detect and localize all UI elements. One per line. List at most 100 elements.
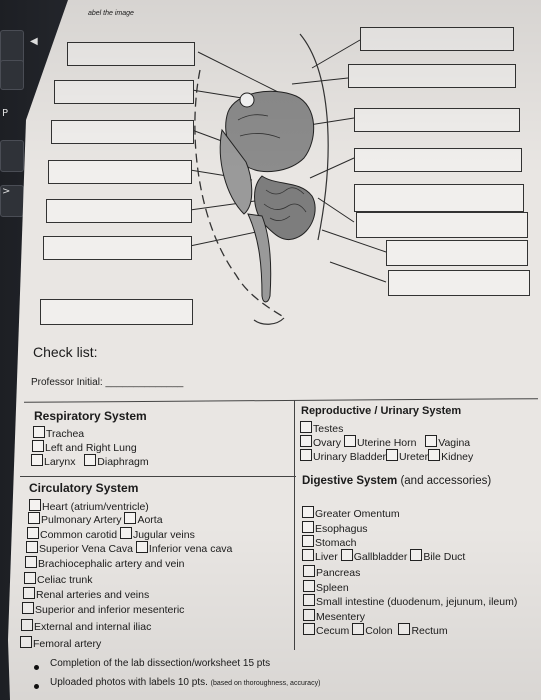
checklist-item[interactable]: Pulmonary Artery Aorta bbox=[28, 512, 163, 526]
checkbox[interactable] bbox=[302, 506, 314, 518]
checkbox[interactable] bbox=[300, 421, 312, 433]
checkbox[interactable] bbox=[27, 527, 39, 539]
checklist-item[interactable]: Mesentery bbox=[303, 609, 365, 623]
back-arrow-icon: ◀ bbox=[30, 36, 38, 47]
checklist-item[interactable]: Celiac trunk bbox=[24, 572, 92, 586]
checkbox[interactable] bbox=[33, 426, 45, 438]
checkbox[interactable] bbox=[302, 535, 314, 547]
label-box[interactable] bbox=[67, 42, 195, 66]
checkbox[interactable] bbox=[135, 541, 148, 553]
checklist-item[interactable]: Heart (atrium/ventricle) bbox=[29, 499, 149, 513]
leader-line bbox=[321, 229, 387, 253]
leader-line bbox=[191, 89, 243, 99]
checkbox[interactable] bbox=[340, 549, 353, 561]
respiratory-heading: Respiratory System bbox=[34, 409, 147, 423]
leader-line bbox=[309, 157, 355, 179]
label-box[interactable] bbox=[356, 212, 528, 238]
laptop-key bbox=[0, 60, 24, 90]
checkbox[interactable] bbox=[29, 499, 41, 511]
checklist-item[interactable]: Small intestine (duodenum, jejunum, ileu… bbox=[303, 594, 517, 608]
checkbox[interactable] bbox=[398, 623, 411, 635]
label-box[interactable] bbox=[51, 120, 194, 144]
label-box[interactable] bbox=[54, 80, 194, 104]
checklist-item[interactable]: Common carotid Jugular veins bbox=[27, 527, 195, 541]
checklist-item[interactable]: Liver Gallbladder Bile Duct bbox=[302, 549, 465, 563]
checkbox[interactable] bbox=[22, 602, 34, 614]
leader-line bbox=[291, 77, 349, 85]
checkbox[interactable] bbox=[20, 636, 32, 648]
checkbox[interactable] bbox=[302, 549, 314, 561]
checklist-item[interactable]: External and internal iliac bbox=[21, 619, 151, 633]
checkbox[interactable] bbox=[302, 521, 314, 533]
label-box[interactable] bbox=[40, 299, 193, 325]
checkbox[interactable] bbox=[24, 572, 36, 584]
checklist-item[interactable]: Pancreas bbox=[303, 565, 360, 579]
grading-item-dissection: Completion of the lab dissection/workshe… bbox=[50, 658, 271, 669]
checkbox[interactable] bbox=[352, 623, 365, 635]
checkbox[interactable] bbox=[124, 512, 137, 524]
chevron-right-icon: > bbox=[2, 186, 11, 197]
checklist-item[interactable]: Larynx Diaphragm bbox=[31, 454, 149, 468]
checkbox[interactable] bbox=[25, 556, 37, 568]
leader-line bbox=[197, 51, 291, 99]
checkbox[interactable] bbox=[428, 449, 441, 461]
checkbox[interactable] bbox=[28, 512, 40, 524]
checkbox[interactable] bbox=[300, 449, 312, 461]
checkbox[interactable] bbox=[303, 594, 315, 606]
checklist-item[interactable]: Femoral artery bbox=[20, 636, 101, 650]
checkbox[interactable] bbox=[425, 435, 438, 447]
checkbox[interactable] bbox=[21, 619, 33, 631]
checklist-title: Check list: bbox=[33, 344, 98, 360]
checklist-item[interactable]: Ovary Uterine Horn Vagina bbox=[300, 435, 470, 449]
checklist-item[interactable]: Esophagus bbox=[302, 521, 368, 535]
checklist-item[interactable]: Renal arteries and veins bbox=[23, 587, 149, 601]
checklist-item[interactable]: Greater Omentum bbox=[302, 506, 400, 520]
laptop-key bbox=[0, 140, 24, 172]
label-box[interactable] bbox=[354, 184, 524, 212]
checklist-item[interactable]: Superior Vena Cava Inferior vena cava bbox=[26, 541, 232, 555]
label-box[interactable] bbox=[354, 148, 522, 172]
checklist-item[interactable]: Left and Right Lung bbox=[32, 440, 137, 454]
checkbox[interactable] bbox=[300, 435, 312, 447]
leader-line bbox=[189, 231, 257, 247]
body-cavity-outline bbox=[299, 33, 329, 241]
leader-line bbox=[329, 261, 387, 283]
label-box[interactable] bbox=[386, 240, 528, 266]
checklist-item[interactable]: Testes bbox=[300, 421, 343, 435]
divider bbox=[294, 400, 295, 650]
checklist-item[interactable]: Brachiocephalic artery and vein bbox=[25, 556, 185, 570]
checklist-item[interactable]: Stomach bbox=[302, 535, 356, 549]
checkbox[interactable] bbox=[303, 565, 315, 577]
checklist-item[interactable]: Cecum Colon Rectum bbox=[303, 623, 448, 637]
label-box[interactable] bbox=[348, 64, 516, 88]
checkbox[interactable] bbox=[343, 435, 356, 447]
grading-item-photos: Uploaded photos with labels 10 pts. (bas… bbox=[50, 677, 321, 688]
label-box[interactable] bbox=[388, 270, 530, 296]
checkbox[interactable] bbox=[303, 609, 315, 621]
divider bbox=[20, 476, 296, 477]
checkbox[interactable] bbox=[385, 449, 398, 461]
checkbox[interactable] bbox=[303, 623, 315, 635]
label-box[interactable] bbox=[354, 108, 520, 132]
checklist-item[interactable]: Superior and inferior mesenteric bbox=[22, 602, 184, 616]
rectum-drawing bbox=[247, 213, 272, 303]
checklist-item[interactable]: Trachea bbox=[33, 426, 84, 440]
checkbox[interactable] bbox=[26, 541, 38, 553]
checkbox[interactable] bbox=[31, 454, 43, 466]
label-box[interactable] bbox=[48, 160, 192, 184]
liver-drawing bbox=[219, 128, 253, 215]
professor-initial-field[interactable]: Professor Initial: ______________ bbox=[31, 377, 184, 388]
checkbox[interactable] bbox=[119, 527, 132, 539]
leader-line bbox=[311, 39, 361, 69]
checkbox[interactable] bbox=[303, 580, 315, 592]
label-box[interactable] bbox=[360, 27, 514, 51]
checkbox[interactable] bbox=[23, 587, 35, 599]
checklist-item[interactable]: Spleen bbox=[303, 580, 349, 594]
checkbox[interactable] bbox=[410, 549, 423, 561]
label-box[interactable] bbox=[43, 236, 192, 260]
checkbox[interactable] bbox=[84, 454, 97, 466]
checkbox[interactable] bbox=[32, 440, 44, 452]
label-box[interactable] bbox=[46, 199, 192, 223]
